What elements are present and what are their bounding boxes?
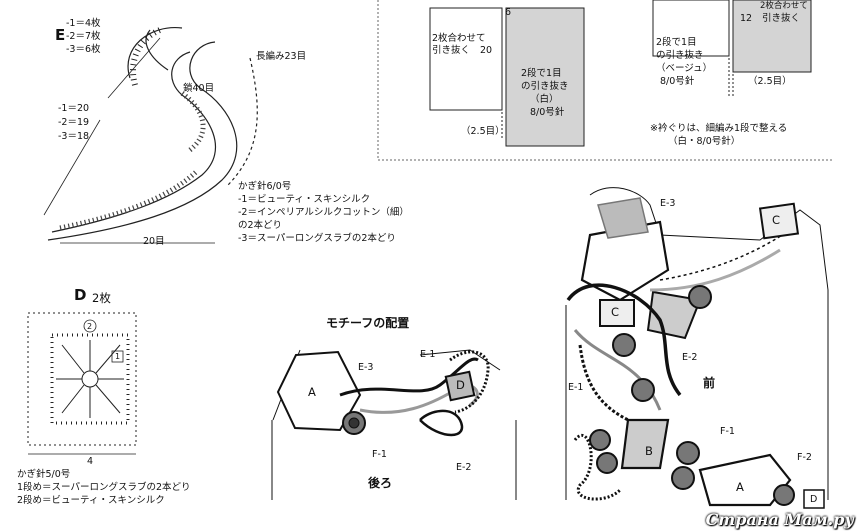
seam-right-note-4: 8/0号針 (660, 76, 695, 87)
front-layout-drawing (565, 187, 829, 509)
seam-left-note-2: 引き抜く (432, 45, 471, 56)
motif-e-count-2: -2＝7枚 (66, 31, 101, 42)
motif-e-long-label: 長編み23目 (256, 51, 307, 62)
watermark: Страна Мам.ру (705, 510, 854, 529)
motif-e-title: E (55, 26, 66, 44)
motif-e-yarn-4: -3＝スーパーロングスラブの2本どり (238, 233, 396, 244)
front-part-b: B (645, 444, 653, 458)
motif-d-row-2: 2段め＝ビューティ・スキンシルク (17, 495, 165, 506)
seam-right-top-1: 2枚合わせて (760, 1, 808, 11)
seam-right-bottom: （2.5目） (748, 76, 792, 87)
front-part-e3: E-3 (660, 198, 676, 209)
front-part-f1: F-1 (720, 426, 735, 437)
back-part-f1: F-1 (372, 449, 387, 460)
seam-center-note-4: 8/0号針 (530, 107, 565, 118)
back-layout-drawing (271, 349, 517, 500)
seam-collar-note-1: ※衿ぐりは、細編み1段で整える (650, 123, 788, 134)
motif-e-hook: かぎ針6/0号 (238, 181, 292, 192)
motif-e-yarn-3: の2本どり (238, 220, 283, 231)
seam-center-note-1: 2段で1目 (521, 68, 562, 79)
back-part-e2: E-2 (456, 462, 472, 473)
front-part-e2: E-2 (682, 352, 698, 363)
motif-e-drawing (43, 26, 258, 244)
front-part-c-top: C (772, 213, 781, 227)
motif-e-chain-label: 鎖40目 (183, 83, 215, 94)
seam-right-top-2: 12 (740, 13, 753, 24)
front-part-c: C (611, 305, 620, 319)
front-part-e1: E-1 (568, 382, 584, 393)
seam-collar-note-2: （白・8/0号針） (668, 136, 741, 147)
back-label: 後ろ (368, 476, 393, 490)
seam-right-note-1: 2段で1目 (656, 37, 697, 48)
seam-right-note-2: の引き抜き (656, 50, 704, 61)
motif-e-left-count-3: -3＝18 (58, 131, 90, 142)
motif-d-count: 2枚 (92, 291, 111, 305)
seam-left-note-3: 20 (480, 45, 493, 56)
motif-d-width: 4 (87, 456, 94, 467)
seam-right-note-3: （ベージュ） (656, 63, 713, 74)
motif-d-row-1: 1段め＝スーパーロングスラブの2本どり (17, 482, 191, 493)
seam-diagram-drawing (377, 0, 834, 161)
motif-d-drawing (27, 312, 137, 455)
motif-e-count-1: -1＝4枚 (66, 18, 101, 29)
seam-left-note-1: 2枚合わせて (432, 33, 486, 44)
motif-d-hook: かぎ針5/0号 (17, 469, 71, 480)
seam-gap-label: 6 (505, 7, 512, 18)
front-part-f2: F-2 (797, 452, 812, 463)
seam-left-bottom: （2.5目） (461, 126, 505, 137)
motif-d-title: D (74, 286, 87, 304)
seam-center-note-2: の引き抜き (521, 81, 569, 92)
motif-e-yarn-1: -1＝ビューティ・スキンシルク (238, 194, 371, 205)
back-part-e3: E-3 (358, 362, 374, 373)
motif-e-left-count-2: -2＝19 (58, 117, 90, 128)
seam-center-note-3: （白） (530, 94, 559, 105)
front-part-a: A (736, 480, 744, 494)
motif-e-left-count-1: -1＝20 (58, 103, 90, 114)
motif-e-count-3: -3＝6枚 (66, 44, 101, 55)
layout-title: モチーフの配置 (326, 316, 410, 330)
motif-d-marker-1: 1 (115, 352, 121, 361)
back-part-e1: E-1 (420, 349, 436, 360)
back-part-a: A (308, 385, 316, 399)
back-part-d: D (456, 378, 465, 392)
motif-e-yarn-2: -2＝インペリアルシルクコットン（細） (238, 207, 409, 218)
motif-d-marker-2: 2 (87, 322, 93, 331)
front-part-d: D (810, 494, 818, 505)
front-label: 前 (703, 376, 716, 390)
seam-right-top-3: 引き抜く (762, 13, 801, 24)
motif-e-bottom-label: 20目 (143, 236, 165, 247)
